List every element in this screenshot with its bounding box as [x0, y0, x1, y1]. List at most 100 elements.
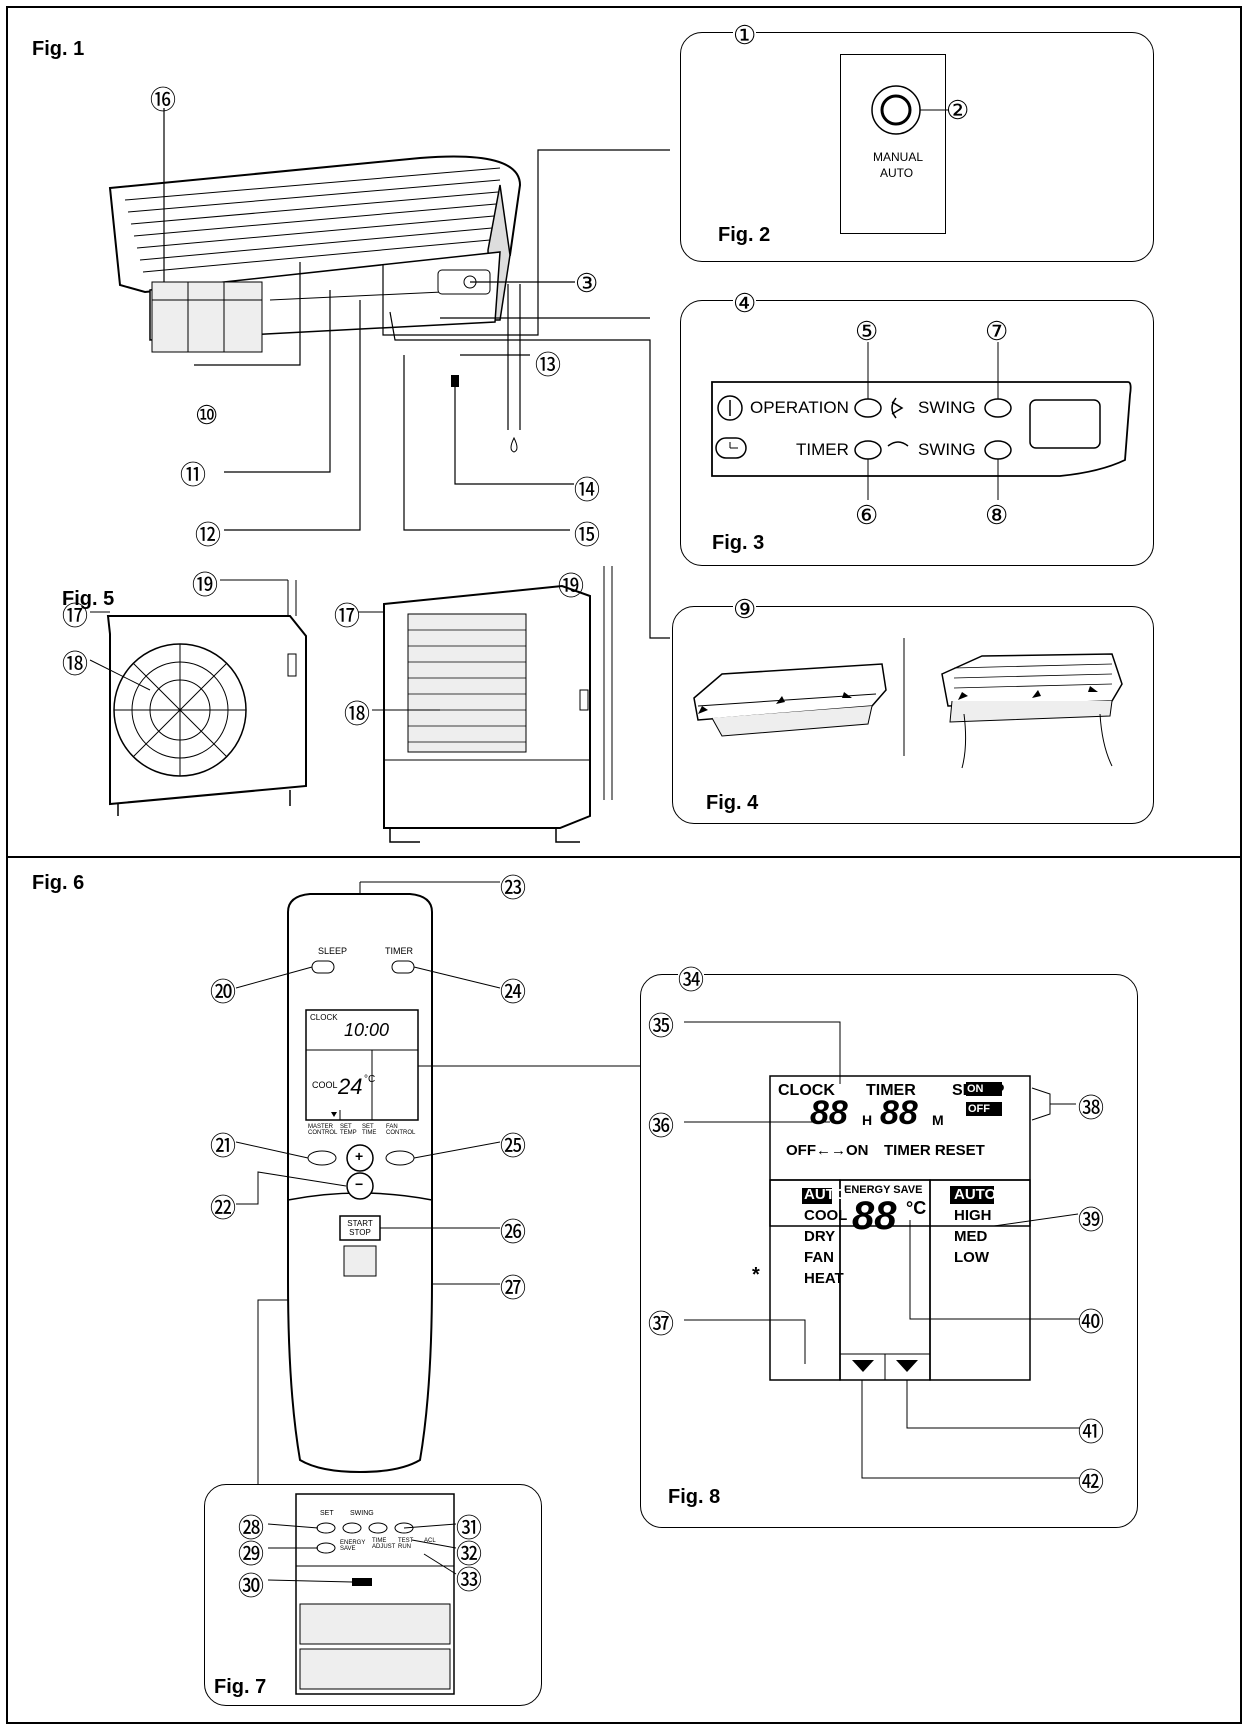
lcd-mode-heat: HEAT [804, 1270, 844, 1287]
fig7-swing-label: SWING [350, 1510, 374, 1517]
remote-minus-button[interactable]: − [355, 1176, 364, 1192]
fig6-remote-control [235, 881, 640, 1486]
remote-plus-button[interactable]: + [355, 1148, 364, 1164]
callout-18-a: ⑱ [62, 649, 89, 679]
callout-18-b: ⑱ [344, 699, 371, 729]
lcd-mode-list: AUTO COOL DRY FAN HEAT [782, 1184, 848, 1289]
bottom-frame [6, 852, 1242, 1724]
fig2-label: Fig. 2 [718, 224, 771, 246]
fig7-test-label: TEST RUN [398, 1538, 414, 1550]
callout-12: ⑫ [195, 520, 222, 550]
fig8-lcd-frame [684, 1021, 1080, 1479]
remote-master-control: MASTER CONTROL [308, 1124, 338, 1136]
callout-34: ㉞ [678, 960, 705, 997]
callout-9: ⑨ [733, 594, 757, 625]
callout-5: ⑤ [855, 316, 879, 346]
lcd-temp-digits: 88 [852, 1194, 897, 1238]
lcd-clock: CLOCK [778, 1082, 835, 1099]
callout-33: ㉝ [456, 1565, 483, 1595]
fig7-remote-back [267, 1493, 457, 1695]
lcd-energy-save: ENERGY SAVE [844, 1184, 923, 1196]
lcd-off-badge: OFF [968, 1103, 990, 1115]
fig2-panel [680, 32, 1154, 262]
lcd-temp-unit: °C [906, 1198, 927, 1218]
lcd-m: M [932, 1112, 944, 1128]
fig7-energy-label: ENERGY SAVE [340, 1540, 366, 1552]
lcd-minutes: 88 [880, 1094, 918, 1132]
callout-11: ⑪ [180, 460, 207, 490]
fig7-label: Fig. 7 [214, 1676, 267, 1698]
fig5-label: Fig. 5 [62, 588, 115, 610]
remote-sleep-label: SLEEP [318, 946, 348, 956]
callout-17-a: ⑰ [62, 601, 89, 631]
lcd-mode-auto: AUTO [804, 1186, 847, 1203]
callout-28: ㉘ [238, 1513, 265, 1543]
remote-temp-unit: °C [364, 1074, 376, 1085]
callout-35: ㉟ [648, 1011, 675, 1041]
callout-41: ㊶ [1078, 1417, 1105, 1447]
fig1-label: Fig. 1 [32, 38, 85, 60]
callout-29: ㉙ [238, 1539, 265, 1569]
fig7-time-adjust-label: TIME ADJUST [372, 1538, 396, 1550]
callout-32: ㉜ [456, 1539, 483, 1569]
callout-19-b: ⑲ [558, 571, 585, 601]
callout-40: ㊵ [1078, 1307, 1105, 1337]
lcd-hours: 88 [810, 1094, 848, 1132]
callout-10: ⑩ [195, 400, 219, 430]
callout-17-b: ⑰ [334, 601, 361, 631]
lcd-fan-list: AUTO HIGH MED LOW [932, 1184, 1024, 1268]
remote-clock-label: CLOCK [310, 1013, 338, 1022]
callout-38: ㊳ [1078, 1093, 1105, 1123]
callout-26: ㉖ [500, 1217, 527, 1247]
lcd-h: H [862, 1112, 873, 1128]
callout-2: ② [946, 95, 970, 125]
lcd-timer-reset: TIMER RESET [884, 1142, 985, 1159]
lcd-off-on: OFF←→ON [786, 1142, 869, 1159]
lcd-mode-cool: COOL [804, 1207, 848, 1224]
remote-start-stop-button[interactable]: START STOP [347, 1219, 373, 1237]
lcd-asterisk: * [752, 1264, 760, 1286]
lcd-mode-dry: DRY [804, 1228, 836, 1245]
fig8-label: Fig. 8 [668, 1486, 721, 1508]
lcd-timer: TIMER [866, 1082, 916, 1099]
lcd-sleep: SLEEP [952, 1082, 1005, 1099]
callout-27: ㉗ [500, 1273, 527, 1303]
callout-24: ㉔ [500, 977, 527, 1007]
lcd-mode-fan: FAN [804, 1249, 834, 1266]
fig3-control-panel [711, 342, 1132, 500]
fig3-label: Fig. 3 [712, 532, 765, 554]
fig1-indoor-unit [108, 108, 670, 639]
callout-13: ⑬ [535, 350, 562, 380]
callout-39: ㊴ [1078, 1205, 1105, 1235]
callout-36: ㊱ [648, 1111, 675, 1141]
lcd-fan-low: LOW [954, 1249, 989, 1266]
fig4-filter-illustration [693, 638, 1123, 769]
callout-25: ㉕ [500, 1131, 527, 1161]
remote-temp-display: 24 [338, 1074, 363, 1099]
fig7-set-label: SET [320, 1510, 334, 1517]
lcd-fan-high: HIGH [954, 1207, 992, 1224]
lcd-fan-auto: AUTO [954, 1186, 997, 1203]
fig5-outdoor-units [89, 566, 613, 843]
operation-label: OPERATION [750, 398, 849, 417]
callout-22: ㉒ [210, 1193, 237, 1223]
swing-horizontal-label: SWING [918, 440, 976, 459]
remote-mode-label: COOL [312, 1080, 338, 1090]
callout-21: ㉑ [210, 1131, 237, 1161]
callout-6: ⑥ [855, 500, 879, 530]
callout-4: ④ [733, 288, 757, 319]
callout-37: ㊲ [648, 1309, 675, 1339]
manual-auto-button-icon [871, 85, 948, 135]
callout-1: ① [733, 20, 757, 51]
top-frame [6, 6, 1242, 858]
callout-15: ⑮ [574, 520, 601, 550]
manual-label: MANUAL [873, 150, 924, 164]
fig4-label: Fig. 4 [706, 792, 759, 814]
callout-20: ⑳ [210, 977, 237, 1007]
callout-8: ⑧ [985, 500, 1009, 530]
lcd-on-badge: ON [967, 1083, 984, 1095]
fig6-label: Fig. 6 [32, 872, 85, 894]
fig2-button-plate [840, 54, 946, 234]
callout-31: ㉛ [456, 1513, 483, 1543]
auto-label: AUTO [880, 166, 914, 180]
